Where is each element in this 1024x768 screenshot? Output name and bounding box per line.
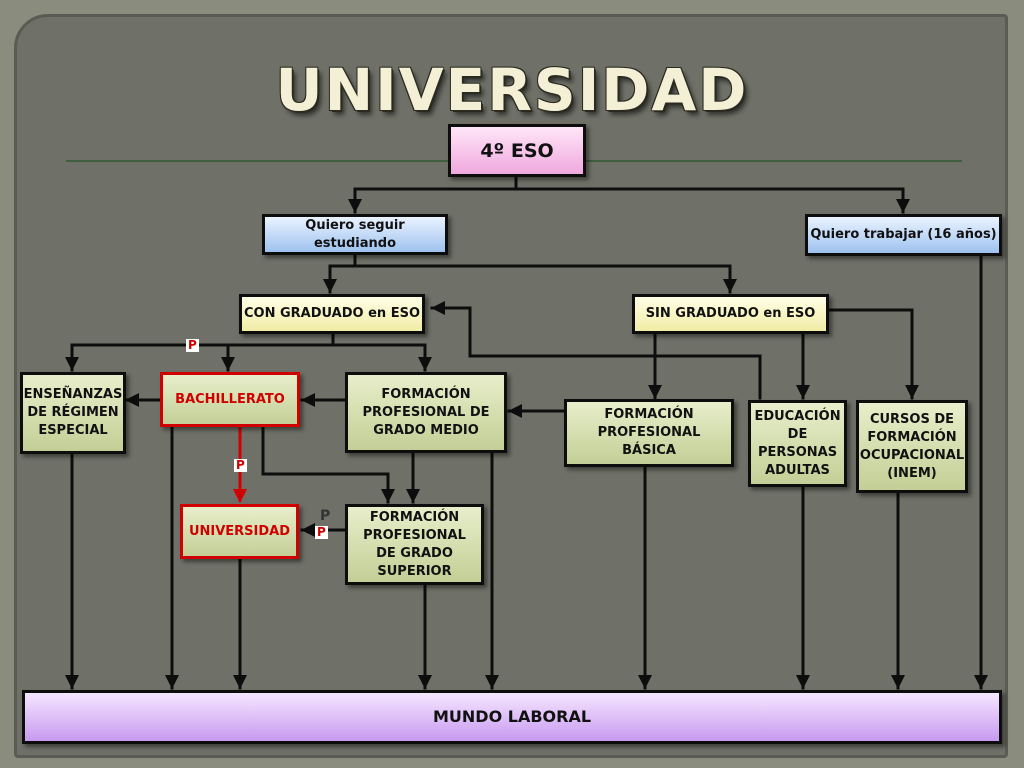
node-educacion-personas-adultas: EDUCACIÓN DE PERSONAS ADULTAS — [748, 400, 847, 487]
node-sin-graduado: SIN GRADUADO en ESO — [632, 294, 829, 334]
connector-sin-to-inem — [826, 308, 919, 400]
node-4-eso: 4º ESO — [448, 124, 586, 177]
connector-eso-to-seguir — [348, 174, 518, 214]
node-fp-grado-superior: FORMACIÓN PROFESIONAL DE GRADO SUPERIOR — [345, 504, 484, 585]
p-marker-fp-superior: P — [315, 525, 328, 539]
connector-eso-to-trabajar — [514, 187, 910, 214]
p-marker-bachillerato: P — [234, 458, 247, 472]
page-title: UNIVERSIDAD — [275, 56, 749, 124]
node-universidad: UNIVERSIDAD — [180, 504, 299, 559]
connector-seguir-to-con — [323, 252, 357, 294]
connector-back-to-con — [430, 301, 762, 400]
connector-bach-to-fpsup — [261, 424, 395, 504]
node-fp-basica: FORMACIÓN PROFESIONAL BÁSICA — [564, 399, 734, 467]
node-fp-grado-medio: FORMACIÓN PROFESIONAL DE GRADO MEDIO — [345, 372, 507, 453]
connector-seguir-to-sin — [353, 264, 737, 294]
p-marker-fp-superior-upper: P — [320, 508, 331, 524]
connector-con-to-fpmedio — [331, 343, 432, 372]
node-mundo-laboral: MUNDO LABORAL — [22, 690, 1002, 744]
connector-con-split — [65, 331, 335, 372]
node-bachillerato: BACHILLERATO — [160, 372, 300, 427]
node-con-graduado: CON GRADUADO en ESO — [239, 294, 425, 334]
p-marker-con-graduado: P — [186, 338, 199, 352]
node-quiero-trabajar: Quiero trabajar (16 años) — [805, 214, 1002, 256]
node-cursos-inem: CURSOS DE FORMACIÓN OCUPACIONAL (INEM) — [856, 400, 968, 493]
node-quiero-seguir-estudiando: Quiero seguir estudiando — [262, 214, 448, 255]
connector-sin-split — [653, 354, 762, 400]
node-ensenanzas-regimen-especial: ENSEÑANZAS DE RÉGIMEN ESPECIAL — [20, 372, 126, 454]
